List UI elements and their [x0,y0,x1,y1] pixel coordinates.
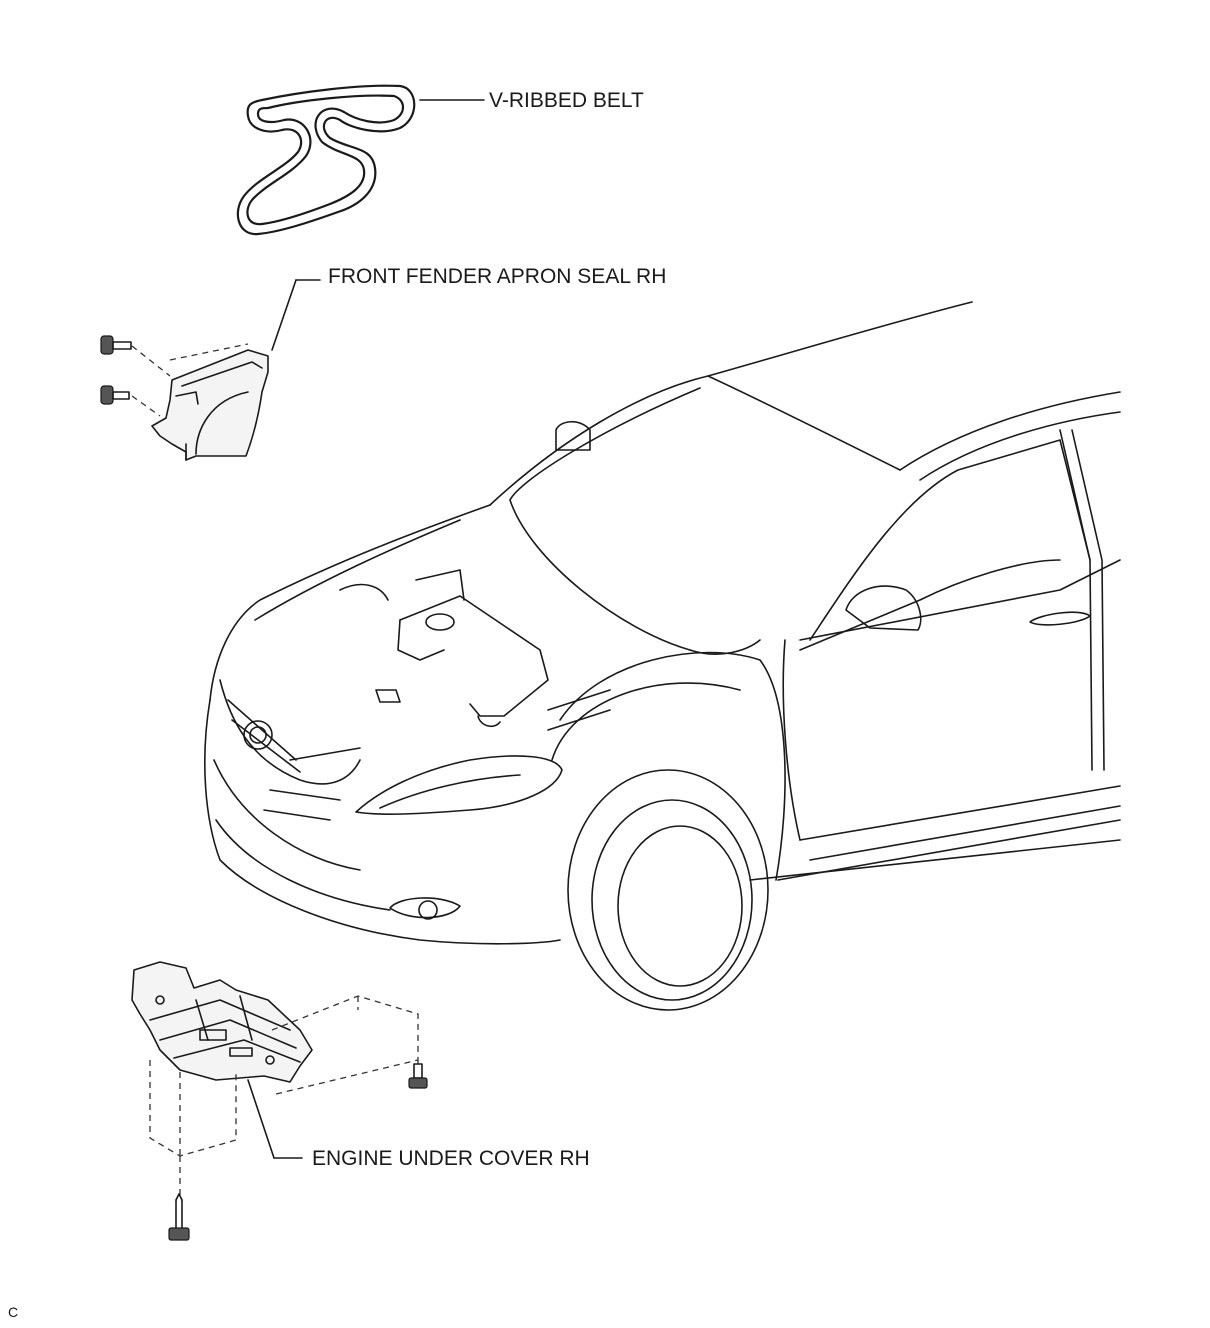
clip-upper [100,335,132,355]
label-front-fender-apron-seal: FRONT FENDER APRON SEAL RH [328,265,667,288]
corner-code: C [8,1304,19,1320]
clip-lower [100,385,130,405]
label-v-ribbed-belt: V-RIBBED BELT [489,89,644,112]
front-fender-apron-seal [151,279,321,461]
screw-right [408,1063,428,1089]
engine-under-cover [131,961,313,1159]
screw-bottom [168,1193,190,1241]
label-engine-under-cover: ENGINE UNDER COVER RH [312,1147,590,1170]
v-ribbed-belt [236,84,485,236]
car-body [204,301,1121,1011]
